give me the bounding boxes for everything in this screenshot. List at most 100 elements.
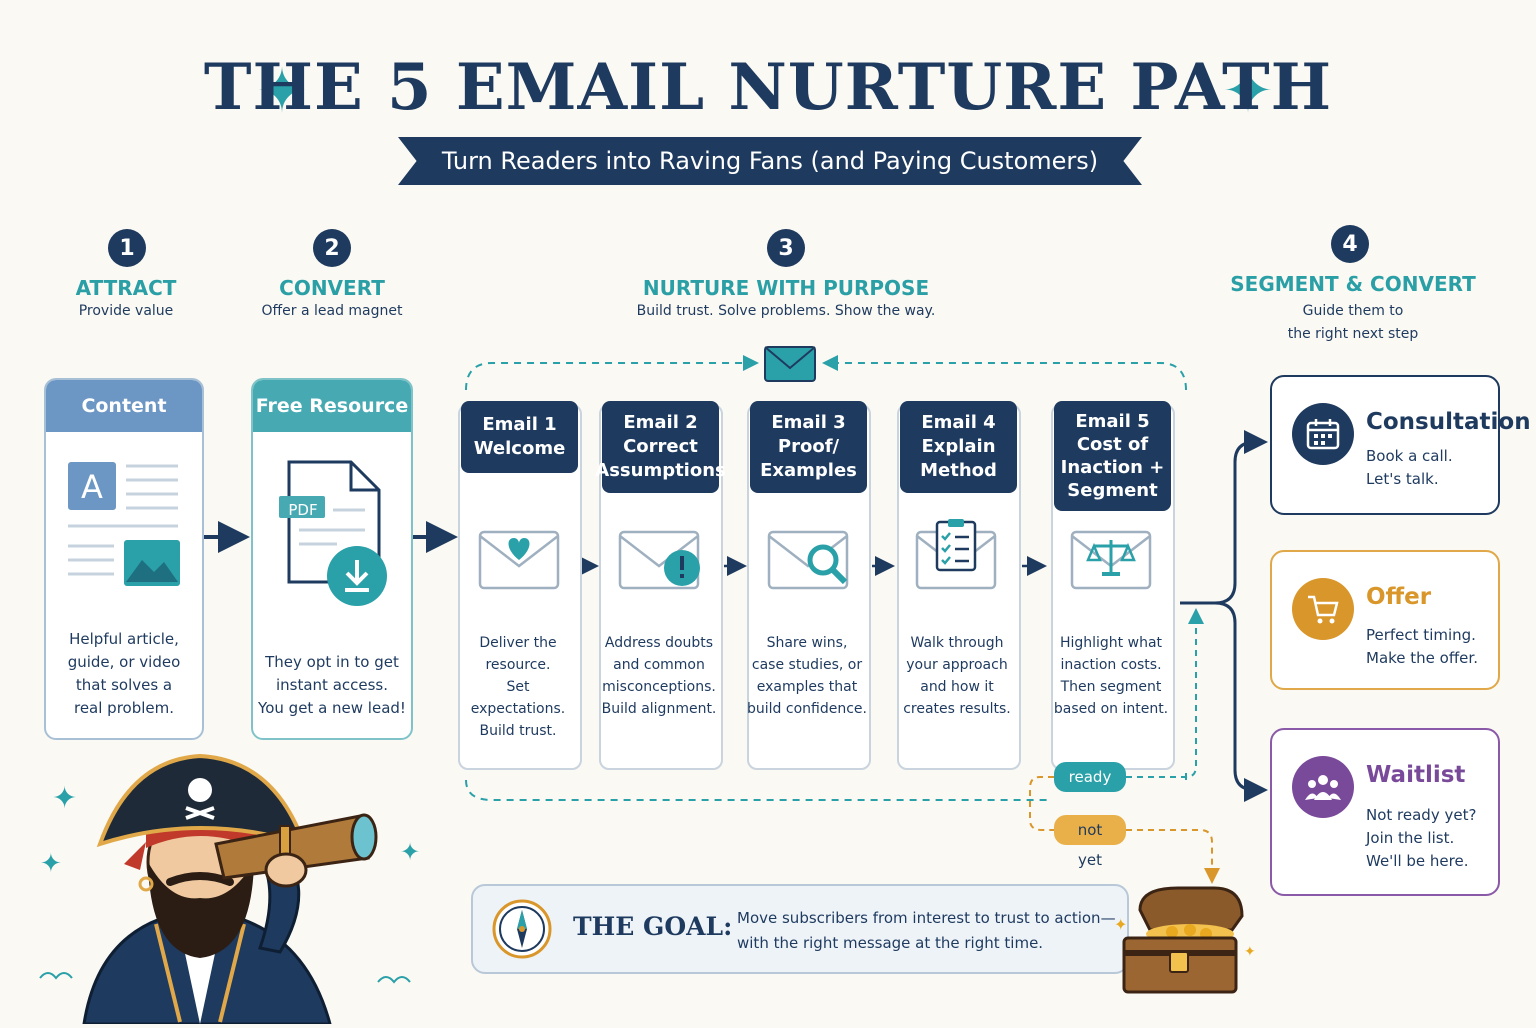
email-header-line: Proof/ xyxy=(777,436,840,457)
email-header-line: Segment xyxy=(1067,480,1158,501)
consultation-title: Consultation xyxy=(1366,409,1531,435)
waitlist-card: Waitlist Not ready yet? Join the list. W… xyxy=(1270,728,1500,896)
email-header-line: Email 2 xyxy=(623,412,698,433)
text-line: Highlight what xyxy=(1059,635,1163,651)
offer-title: Offer xyxy=(1366,584,1432,610)
email-4-header: Email 4 Explain Method xyxy=(900,401,1017,493)
text-line: Then segment xyxy=(1060,679,1162,695)
stage-title-attract: ATTRACT xyxy=(75,276,177,300)
step-number-3: 3 xyxy=(767,229,805,267)
treasure-chest-icon: ✦ ✦ xyxy=(1110,882,1260,1006)
calendar-icon xyxy=(1292,403,1354,465)
text-line: Move subscribers from interest to trust … xyxy=(737,909,1116,927)
sparkle-icon: ✦ xyxy=(1222,54,1274,127)
text-line: with the right message at the right time… xyxy=(737,934,1044,952)
svg-text:✦: ✦ xyxy=(400,838,420,866)
content-card: Content A Helpful article, guide, or vid… xyxy=(44,378,204,740)
compass-icon xyxy=(491,898,553,964)
consultation-text: Book a call. Let's talk. xyxy=(1366,445,1453,491)
step-number-4: 4 xyxy=(1331,225,1369,263)
text-line: guide, or video xyxy=(67,653,181,671)
text-line: Set expectations. xyxy=(470,679,566,717)
waitlist-title: Waitlist xyxy=(1366,762,1466,788)
sparkle-icon: ✦ xyxy=(256,54,308,127)
text-line: inaction costs. xyxy=(1060,657,1162,673)
stage-sub-segment-line1: Guide them to xyxy=(1302,303,1404,319)
email-header-line: Correct xyxy=(623,436,698,457)
alert-envelope-icon xyxy=(618,526,702,596)
goal-box: THE GOAL: Move subscribers from interest… xyxy=(471,884,1129,974)
offer-text: Perfect timing. Make the offer. xyxy=(1366,624,1478,670)
text-line: Build alignment. xyxy=(601,701,717,717)
email-header-line: Email 4 xyxy=(921,412,996,433)
stage-sub-convert: Offer a lead magnet xyxy=(261,303,403,319)
email-2-text: Address doubts and common misconceptions… xyxy=(599,632,719,720)
pdf-download-icon xyxy=(277,460,393,624)
text-line: build confidence. xyxy=(747,701,867,717)
text-line: Walk through xyxy=(910,635,1004,651)
text-line: Build trust. xyxy=(479,723,557,739)
email-4-text: Walk through your approach and how it cr… xyxy=(897,632,1017,720)
text-line: Deliver the xyxy=(479,635,557,651)
email-3-text: Share wins, case studies, or examples th… xyxy=(747,632,867,720)
email-3-header: Email 3 Proof/ Examples xyxy=(750,401,867,493)
scale-envelope-icon xyxy=(1070,526,1154,596)
email-2-header: Email 2 Correct Assumptions xyxy=(595,401,726,493)
text-line: Helpful article, xyxy=(69,630,179,648)
text-line: Let's talk. xyxy=(1366,470,1439,488)
text-line: Join the list. xyxy=(1366,829,1455,847)
text-line: instant access. xyxy=(275,676,389,694)
email-header-line: Email 1 xyxy=(482,414,557,435)
text-line: Make the offer. xyxy=(1366,649,1478,667)
free-resource-header: Free Resource xyxy=(253,380,411,432)
text-line: that solves a xyxy=(75,676,173,694)
goal-text: Move subscribers from interest to trust … xyxy=(737,906,1116,956)
pirate-with-spyglass-illustration: ✦ ✦ ✦ xyxy=(30,752,430,1028)
group-icon xyxy=(1292,756,1354,818)
clipboard-envelope-icon xyxy=(915,518,999,596)
svg-text:✦: ✦ xyxy=(40,849,62,879)
email-header-line: Explain xyxy=(921,436,996,457)
stage-title-nurture: NURTURE WITH PURPOSE xyxy=(642,276,930,300)
cart-icon xyxy=(1292,578,1354,640)
text-line: Share wins, xyxy=(766,635,848,651)
text-line: and how it xyxy=(920,679,994,695)
email-header-line: Assumptions xyxy=(595,460,726,481)
step-number-1: 1 xyxy=(108,229,146,267)
text-line: creates results. xyxy=(903,701,1011,717)
stage-sub-segment-line2: the right next step xyxy=(1287,326,1419,342)
email-header-line: Method xyxy=(920,460,997,481)
waitlist-text: Not ready yet? Join the list. We'll be h… xyxy=(1366,804,1476,873)
not-yet-pill: not yet xyxy=(1054,815,1126,869)
free-resource-text: They opt in to get instant access. You g… xyxy=(253,651,411,720)
content-card-header: Content xyxy=(46,380,202,432)
email-header-line: Welcome xyxy=(473,438,566,459)
text-line: real problem. xyxy=(73,699,175,717)
text-line: based on intent. xyxy=(1053,701,1169,717)
email-1-header: Email 1 Welcome xyxy=(461,401,578,473)
email-header-line: Inaction + xyxy=(1060,457,1165,478)
envelope-icon xyxy=(764,346,816,382)
offer-card: Offer Perfect timing. Make the offer. xyxy=(1270,550,1500,690)
text-line: your approach xyxy=(906,657,1008,673)
email-header-line: Examples xyxy=(760,460,857,481)
text-line: resource. xyxy=(485,657,551,673)
text-line: We'll be here. xyxy=(1366,852,1469,870)
email-1-text: Deliver the resource. Set expectations. … xyxy=(458,632,578,742)
svg-text:✦: ✦ xyxy=(52,781,77,816)
text-line: Not ready yet? xyxy=(1366,806,1477,824)
text-line: Address doubts xyxy=(604,635,714,651)
free-resource-card: Free Resource PDF They opt in to get ins… xyxy=(251,378,413,740)
email-5-header: Email 5 Cost of Inaction + Segment xyxy=(1054,401,1171,511)
content-card-text: Helpful article, guide, or video that so… xyxy=(46,628,202,720)
text-line: Perfect timing. xyxy=(1366,626,1476,644)
page-title: THE 5 EMAIL NURTURE PATH xyxy=(203,50,1333,125)
svg-text:A: A xyxy=(81,468,103,506)
goal-label: THE GOAL: xyxy=(573,912,733,941)
magnifier-envelope-icon xyxy=(767,526,851,596)
ready-pill: ready xyxy=(1054,762,1126,792)
text-line: You get a new lead! xyxy=(258,699,406,717)
document-icon: A xyxy=(66,460,182,594)
stage-title-segment: SEGMENT & CONVERT xyxy=(1230,272,1476,296)
